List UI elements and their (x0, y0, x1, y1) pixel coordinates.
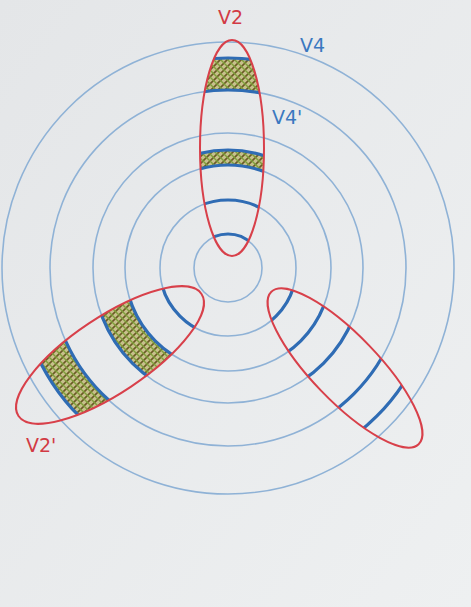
area-label: V2' (26, 436, 56, 455)
rings (2, 42, 454, 494)
area-label: V2 (218, 8, 243, 27)
hatched-band (18, 58, 438, 478)
ring-label: V4 (300, 36, 325, 55)
ovals (0, 40, 442, 467)
ring-label: V4' (272, 108, 302, 127)
hatched-band (18, 58, 438, 478)
ring-segments (18, 58, 438, 478)
